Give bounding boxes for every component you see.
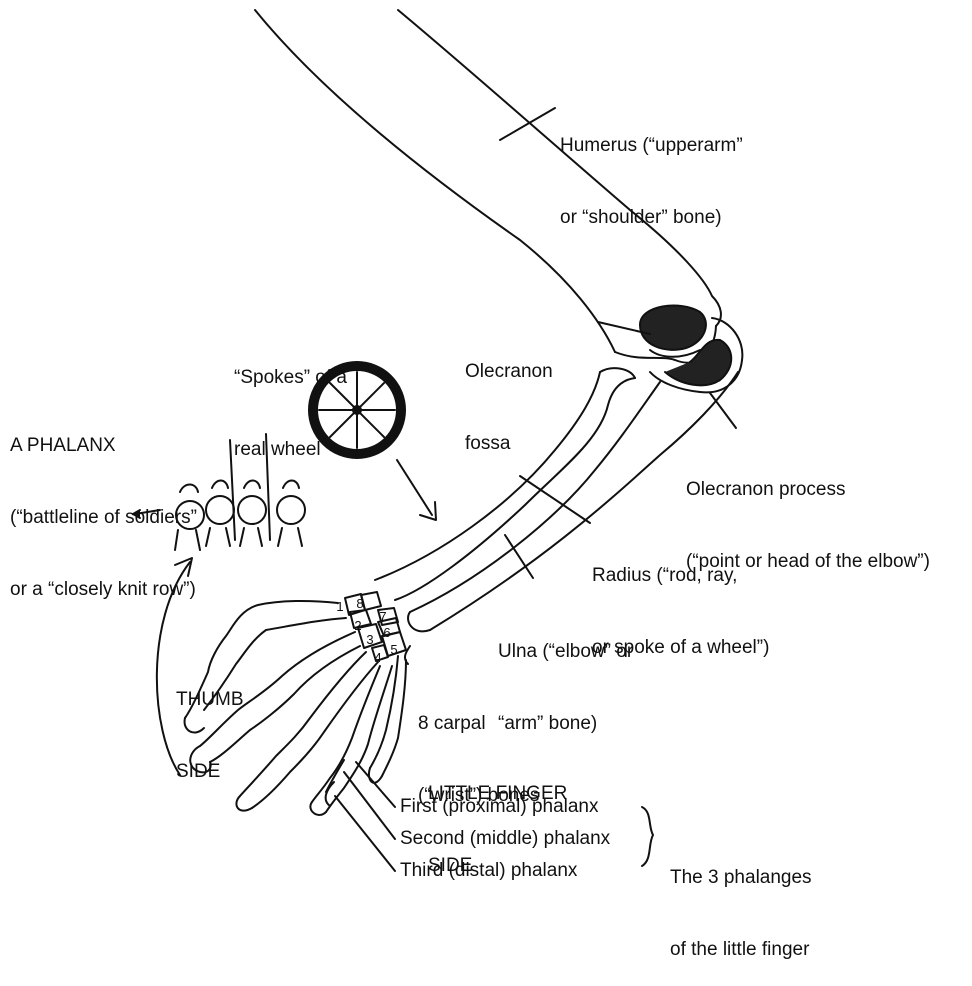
carpal-number-6: 6 [383,625,390,640]
phalanx-label-line1: A PHALANX [10,434,197,458]
phalanx-label-line2: (“battleline of soldiers” [10,506,197,530]
phalanges-group-label: The 3 phalanges of the little finger [670,818,812,986]
carpal-number-7: 7 [379,609,386,624]
olecranon-fossa-label-line1: Olecranon [465,360,553,384]
phalanx-label-line3: or a “closely knit row”) [10,578,197,602]
second-phalanx-label: Second (middle) phalanx [400,827,610,851]
first-phalanx-label: First (proximal) phalanx [400,795,599,819]
ulna-label-line1: Ulna (“elbow” or [498,640,633,664]
carpal-label-line1: 8 carpal [418,712,539,736]
thumb-side-label-line1: THUMB [176,688,244,712]
olecranon-process-label-line1: Olecranon process [686,478,930,502]
carpal-number-2: 2 [354,618,361,633]
humerus-label-line1: Humerus (“upperarm” [560,134,743,158]
wheel-arrow [397,460,436,520]
humerus-label-line2: or “shoulder” bone) [560,206,743,230]
spokes-label-line1: “Spokes” of a [234,366,347,390]
olecranon-fossa-label: Olecranon fossa [465,312,553,480]
spokes-label-line2: real wheel [234,438,347,462]
radius-label-line1: Radius (“rod, ray, [592,564,769,588]
humerus-label: Humerus (“upperarm” or “shoulder” bone) [560,86,743,254]
third-phalanx-label: Third (distal) phalanx [400,859,577,883]
spokes-label: “Spokes” of a real wheel [234,318,347,486]
carpal-number-5: 5 [390,642,397,657]
olecranon-fossa-label-line2: fossa [465,432,553,456]
carpal-number-3: 3 [366,632,373,647]
thumb-side-label: THUMB SIDE [176,640,244,808]
phalanges-group-label-line1: The 3 phalanges [670,866,812,890]
olecranon-fossa [640,306,706,357]
phalanges-group-label-line2: of the little finger [670,938,812,962]
thumb-side-label-line2: SIDE [176,760,244,784]
carpal-number-8: 8 [356,596,363,611]
carpal-number-1: 1 [336,599,343,614]
phalanx-label: A PHALANX (“battleline of soldiers” or a… [10,386,197,626]
